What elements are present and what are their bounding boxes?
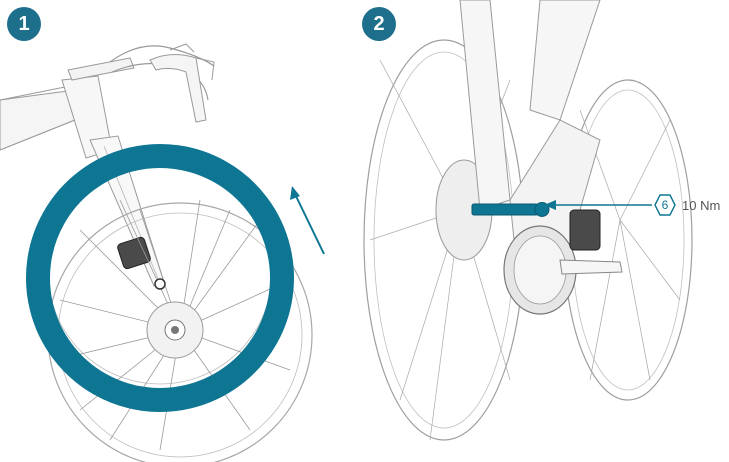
step-2-badge: 2 bbox=[362, 7, 396, 41]
step-2-illustration bbox=[360, 0, 729, 462]
arrow-up-icon bbox=[290, 186, 324, 254]
front-wheel-drawing bbox=[0, 0, 360, 462]
step-1-illustration bbox=[0, 0, 360, 462]
rear-wheel-drawing bbox=[360, 0, 729, 462]
hex-bolt-icon: 6 bbox=[654, 194, 676, 216]
step-1-badge: 1 bbox=[7, 7, 41, 41]
torque-value: 10 Nm bbox=[682, 198, 720, 213]
torque-callout: 6 10 Nm bbox=[654, 193, 720, 217]
bolt-number: 6 bbox=[654, 194, 676, 216]
